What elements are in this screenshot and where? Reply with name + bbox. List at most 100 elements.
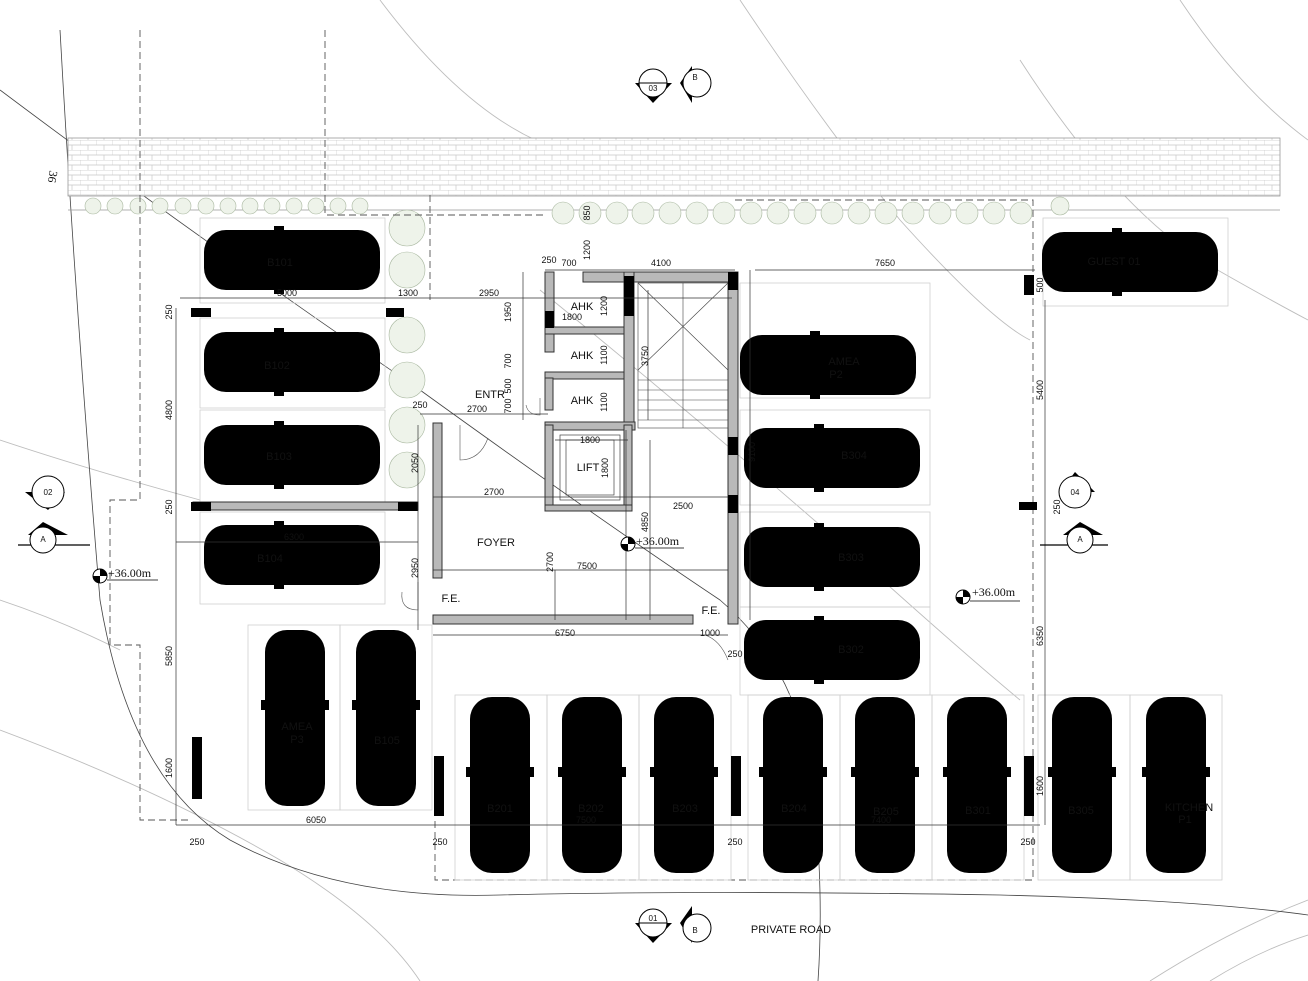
bay-label-b204: B204 [781,803,807,815]
section-number: 01 [649,914,658,923]
bay-label-b102: B102 [264,360,290,372]
car-b201 [466,697,534,873]
bay-label-b202: B202 [578,803,604,815]
level-text: +36.00m [972,585,1016,599]
bay-label-kitchen: KITCHEN [1165,802,1213,814]
dim-text: 2700 [545,552,555,572]
bay-label-b104: B104 [257,553,283,565]
level-text: +36.00m [636,534,680,548]
car-b305 [1048,697,1116,873]
level-marker-center: +36.00m [620,534,684,552]
dim-text: 700 [503,398,513,413]
bay-label-amea-p2: AMEA [828,356,860,368]
dim-text: 2950 [410,558,420,578]
dim-text: 2050 [410,453,420,473]
level-marker-left: +36.00m [92,566,158,584]
level-marker-right: +36.00m [955,585,1020,605]
section-letter: B [692,926,697,935]
bay-label-b301: B301 [965,805,991,817]
dim-text: 250 [189,837,204,847]
car-amea-p3 [261,630,329,806]
section-number: 02 [44,488,53,497]
dim-text: 1800 [600,458,610,478]
bay-label-p1: P1 [1178,814,1191,826]
bay-label-b302: B302 [838,644,864,656]
car-b204 [759,697,827,873]
dim-text: 1800 [580,435,600,445]
dim-text: 6350 [1035,626,1045,646]
bay-label-b205: B205 [873,806,899,818]
dim-text: 1200 [582,240,592,260]
dim-text: 250 [432,837,447,847]
dim-text: 5850 [164,646,174,666]
bay-label-b203: B203 [672,803,698,815]
boundary-dashed [109,30,1034,881]
bay-label-p3: P3 [290,734,303,746]
dim-text: 250 [164,499,174,514]
dim-text: 500 [503,378,513,393]
room-label-fire-extinguisher: F.E. [442,593,461,605]
dim-text: 700 [561,258,576,268]
contour-elevation-label: 36 [45,170,61,184]
car-b203 [650,697,718,873]
room-label-fire-extinguisher: F.E. [702,605,721,617]
room-label-ahk: AHK [571,350,594,362]
dim-text: 1600 [1035,776,1045,796]
bay-label-b303: B303 [838,552,864,564]
room-label-foyer: FOYER [477,537,515,549]
dim-text: 250 [1020,837,1035,847]
dimension-labels: 5000 1300 2950 250 700 4100 7650 1950 18… [164,205,1062,847]
bay-label-b105: B105 [374,735,400,747]
section-letter: A [1077,535,1083,544]
paved-walkway [67,137,1281,197]
dim-text: 1200 [599,296,609,316]
hedge-row [84,196,1070,489]
dim-text: 6750 [555,628,575,638]
car-b205 [851,697,919,873]
dim-text: 5000 [277,288,297,298]
bay-label-b305: B305 [1068,805,1094,817]
dim-text: 1100 [599,345,609,364]
section-marker-right: 04 A [1040,472,1108,554]
dim-text: 250 [1052,499,1062,514]
dim-text: 2700 [467,404,487,414]
dim-text: 3750 [640,346,650,366]
dimension-lines [175,269,1046,826]
bay-label-amea-p3: AMEA [281,721,313,733]
dim-text: 2950 [479,288,499,298]
dim-text: 250 [541,255,556,265]
dim-text: 1300 [398,288,418,298]
dim-text: 850 [582,205,592,220]
section-marker-top: 03 B [635,66,712,103]
dim-text: 7500 [576,815,596,825]
bay-labels: B101 B102 B103 B104 AMEA P3 B105 B201 B2… [257,256,1213,826]
section-number: 04 [1071,488,1080,497]
dim-text: 7500 [577,561,597,571]
dim-text: 1100 [599,392,609,411]
dim-text: 4100 [651,258,671,268]
section-marker-bottom: 01 B [635,906,712,943]
section-marker-left: 02 A [18,475,90,554]
car-b302 [744,616,920,684]
level-text: +36.00m [108,566,152,580]
section-letter: B [692,73,697,82]
dim-text: 6300 [284,532,304,542]
dim-text: 9100 [747,442,757,462]
dim-text: 250 [727,649,742,659]
dim-text: 1800 [562,312,582,322]
parking-bays [199,217,1229,881]
car-b102 [204,328,380,396]
dim-text: 7400 [871,815,891,825]
bay-label-guest01: GUEST 01 [1088,256,1141,268]
room-label-lift: LIFT [577,462,600,474]
dim-text: 1950 [503,302,513,322]
dim-text: 7650 [875,258,895,268]
room-labels: AHK AHK AHK ENTR LIFT FOYER F.E. F.E. [442,301,721,617]
room-label-ahk: AHK [571,301,594,313]
car-kitchen-p1 [1142,697,1210,873]
dim-text: 250 [164,304,174,319]
dim-text: 250 [727,837,742,847]
dim-text: 1000 [700,628,720,638]
bay-label-b103: B103 [266,451,292,463]
dim-text: 2700 [484,487,504,497]
